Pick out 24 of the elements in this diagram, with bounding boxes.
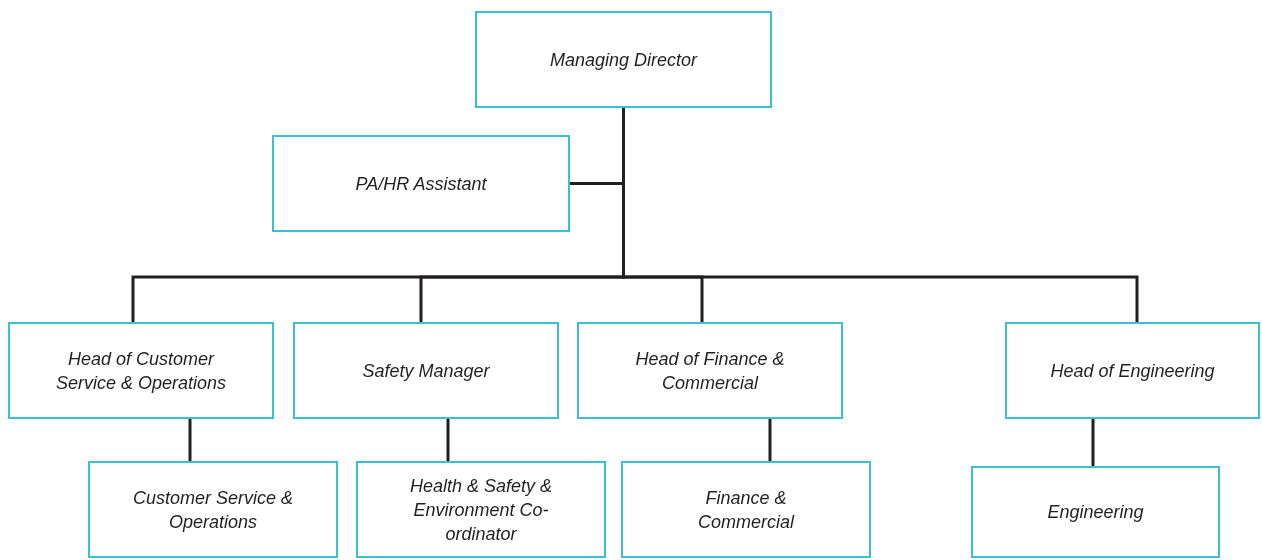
- role-title: Safety Manager: [362, 359, 490, 383]
- role-title: Head of Engineering: [1050, 359, 1215, 383]
- role-title: Head of Finance & Commercial: [634, 347, 786, 395]
- role-title: Managing Director: [549, 48, 698, 72]
- role-box: [272, 135, 570, 232]
- connector-line: [768, 419, 772, 461]
- role-title: Customer Service & Operations: [131, 486, 295, 534]
- role-title: PA/HR Assistant: [355, 172, 487, 196]
- role-box: [577, 322, 843, 419]
- role-box: [1005, 322, 1260, 419]
- connector-line: [1091, 419, 1095, 466]
- role-box: [971, 466, 1220, 558]
- role-title: Head of Customer Service & Operations: [54, 347, 228, 395]
- role-box: [88, 461, 338, 558]
- role-title: Engineering: [1047, 501, 1144, 524]
- role-box: [621, 461, 871, 558]
- connector-line: [188, 419, 192, 461]
- role-box: [293, 322, 559, 419]
- connector-line: [446, 419, 450, 461]
- role-title: Finance & Commercial: [697, 486, 796, 534]
- role-box: [8, 322, 274, 419]
- role-title: Health & Safety & Environment Co-ordinator: [408, 474, 554, 546]
- role-box: [356, 461, 606, 558]
- role-box: [475, 11, 772, 108]
